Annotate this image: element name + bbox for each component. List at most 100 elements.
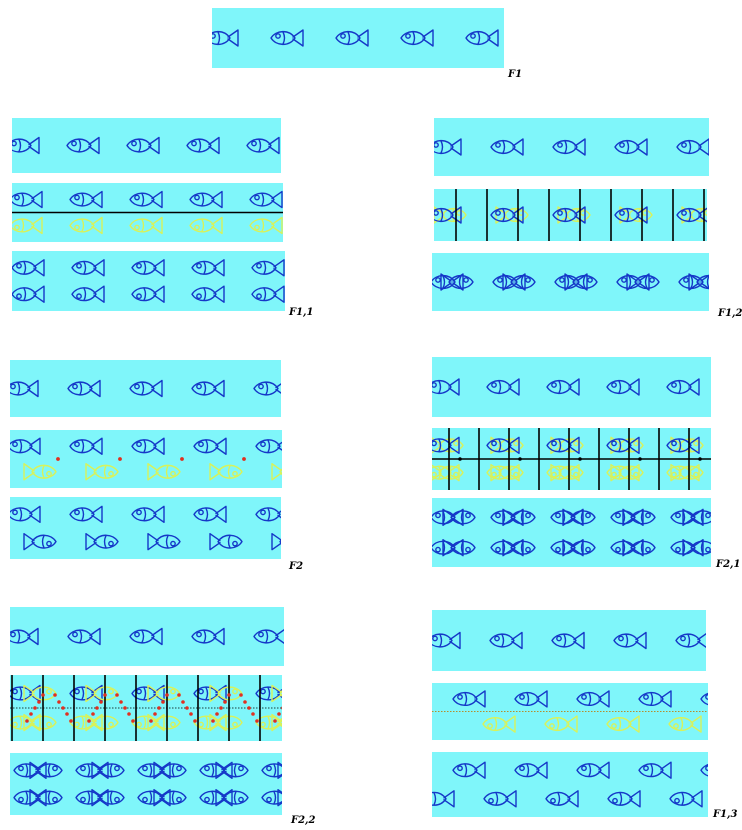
rotation-center-dot bbox=[255, 719, 259, 723]
rotation-center-dot bbox=[57, 700, 61, 704]
rotation-center-dot bbox=[227, 693, 231, 697]
rotation-center-dot bbox=[180, 457, 184, 461]
translate-strip bbox=[7, 118, 281, 173]
rotation-center-dot bbox=[65, 712, 69, 716]
rotation-center-dot bbox=[189, 712, 193, 716]
group-label: F2 bbox=[288, 561, 303, 572]
rotation-center-dot bbox=[304, 457, 308, 461]
h-mirror-result-strip bbox=[12, 251, 285, 311]
rotation-center-dot bbox=[223, 700, 227, 704]
rotation-center-dot bbox=[103, 693, 107, 697]
strip-band bbox=[432, 610, 706, 671]
translate-strip bbox=[429, 118, 709, 176]
rotation-center-dot bbox=[25, 719, 29, 723]
strip-band bbox=[432, 498, 711, 567]
rotation-center-dot bbox=[309, 706, 313, 710]
rotation-center-dot bbox=[131, 719, 135, 723]
rotation-center-dot bbox=[127, 712, 131, 716]
axis-intersection-dot bbox=[638, 457, 642, 461]
rotation-center-dot bbox=[219, 706, 223, 710]
rotation-center-dot bbox=[69, 719, 73, 723]
rotation-center-dot bbox=[29, 712, 33, 716]
half-turn-strip bbox=[8, 430, 308, 488]
vmirror-halfturn-result-strip bbox=[10, 753, 310, 815]
group-label: F2,2 bbox=[290, 815, 316, 826]
translate-strip bbox=[6, 360, 286, 417]
hv-mirror-strip bbox=[427, 428, 711, 490]
rotation-center-dot bbox=[285, 700, 289, 704]
rotation-center-dot bbox=[185, 706, 189, 710]
rotation-center-dot bbox=[301, 693, 305, 697]
group-label: F1,3 bbox=[712, 809, 738, 820]
hv-mirror-result-strip bbox=[431, 498, 715, 567]
strip-band bbox=[212, 8, 504, 68]
rotation-center-dot bbox=[289, 693, 293, 697]
rotation-center-dot bbox=[273, 719, 277, 723]
rotation-center-dot bbox=[95, 706, 99, 710]
rotation-center-dot bbox=[56, 457, 60, 461]
rotation-center-dot bbox=[277, 712, 281, 716]
rotation-center-dot bbox=[215, 712, 219, 716]
rotation-center-dot bbox=[281, 706, 285, 710]
rotation-center-dot bbox=[313, 712, 317, 716]
translate-strip bbox=[206, 8, 504, 68]
translate-strip bbox=[6, 607, 286, 666]
v-mirror-strip bbox=[429, 189, 714, 241]
axis-intersection-dot bbox=[578, 457, 582, 461]
rotation-center-dot bbox=[41, 693, 45, 697]
axis-intersection-dot bbox=[698, 457, 702, 461]
rotation-center-dot bbox=[165, 693, 169, 697]
rotation-center-dot bbox=[115, 693, 119, 697]
rotation-center-dot bbox=[177, 693, 181, 697]
group-label: F2,1 bbox=[715, 559, 741, 570]
fish-motif bbox=[278, 762, 310, 778]
strip-band bbox=[12, 251, 285, 311]
rotation-center-dot bbox=[317, 719, 321, 723]
rotation-center-dot bbox=[153, 712, 157, 716]
rotation-center-dot bbox=[37, 700, 41, 704]
half-turn-result-strip bbox=[8, 497, 304, 559]
rotation-center-dot bbox=[53, 693, 57, 697]
rotation-center-dot bbox=[123, 706, 127, 710]
rotation-center-dot bbox=[181, 700, 185, 704]
fish-motif bbox=[278, 790, 310, 806]
h-mirror-strip bbox=[10, 183, 283, 242]
rotation-center-dot bbox=[243, 700, 247, 704]
rotation-center-dot bbox=[157, 706, 161, 710]
strip-band bbox=[434, 189, 707, 241]
rotation-center-dot bbox=[211, 719, 215, 723]
rotation-center-dot bbox=[119, 700, 123, 704]
rotation-center-dot bbox=[251, 712, 255, 716]
strip-band bbox=[12, 118, 281, 173]
fish-reflection bbox=[731, 716, 742, 732]
group-label: F1,1 bbox=[288, 307, 314, 318]
translate-strip bbox=[427, 357, 711, 417]
rotation-center-dot bbox=[118, 457, 122, 461]
rotation-center-dot bbox=[305, 700, 309, 704]
vmirror-halfturn-strip bbox=[8, 675, 321, 741]
rotation-center-dot bbox=[242, 457, 246, 461]
strip-band bbox=[434, 118, 709, 176]
rotation-center-dot bbox=[99, 700, 103, 704]
rotation-center-dot bbox=[239, 693, 243, 697]
rotation-center-dot bbox=[247, 706, 251, 710]
strip-band bbox=[10, 430, 282, 488]
axis-intersection-dot bbox=[518, 457, 522, 461]
strip-band bbox=[432, 752, 708, 817]
strip-band bbox=[10, 753, 282, 815]
strip-band bbox=[10, 497, 281, 559]
rotation-center-dot bbox=[33, 706, 37, 710]
axis-intersection-dot bbox=[458, 457, 462, 461]
group-label: F1 bbox=[507, 69, 522, 80]
v-mirror-result-strip bbox=[431, 253, 721, 311]
rotation-center-dot bbox=[193, 719, 197, 723]
rotation-center-dot bbox=[87, 719, 91, 723]
rotation-center-dot bbox=[91, 712, 95, 716]
translate-strip bbox=[428, 610, 708, 671]
glide-strip bbox=[432, 683, 742, 740]
glide-result-strip bbox=[422, 752, 733, 817]
group-label: F1,2 bbox=[717, 308, 742, 319]
rotation-center-dot bbox=[61, 706, 65, 710]
strip-band bbox=[10, 607, 284, 666]
